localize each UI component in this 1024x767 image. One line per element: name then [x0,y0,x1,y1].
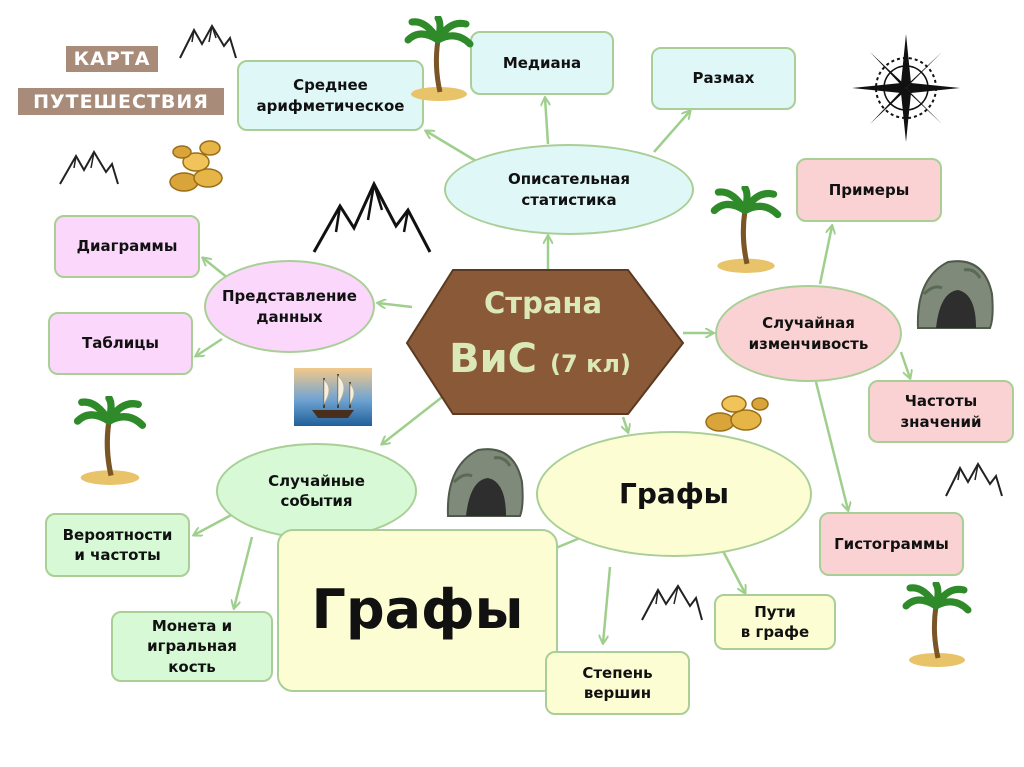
node-opisatelnaya[interactable]: Описательная статистика [444,144,694,235]
node-gistogrammy[interactable]: Гистограммы [819,512,964,576]
node-moneta[interactable]: Монета и игральная кость [111,611,273,682]
mountain-icon [944,460,1004,500]
node-diagrammy[interactable]: Диаграммы [54,215,200,278]
mountain-icon [178,22,238,62]
cave-icon [914,254,994,330]
mountain-icon [640,580,704,624]
center-title-vis: ВиС [449,336,537,382]
gold-coins-icon [164,132,232,196]
node-chastoty-znach[interactable]: Частоты значений [868,380,1014,443]
node-veroyatnosti[interactable]: Вероятности и частоты [45,513,190,577]
node-razmakh[interactable]: Размах [651,47,796,110]
palm-tree-icon [70,396,150,486]
node-puti[interactable]: Пути в графе [714,594,836,650]
node-grafy-small[interactable]: Графы [536,431,812,557]
node-sluch-izm[interactable]: Случайная изменчивость [715,285,902,382]
palm-tree-icon [898,582,976,668]
node-stepen[interactable]: Степень вершин [545,651,690,715]
compass-rose-icon [848,30,964,146]
palm-tree-icon [404,16,474,102]
sailing-ship-icon [294,368,372,426]
node-predstavlenie[interactable]: Представление данных [204,260,375,353]
node-mediana[interactable]: Медиана [470,31,614,95]
center-title-line1: Страна [484,286,602,320]
mountain-icon [312,176,432,256]
node-sluch-sob[interactable]: Случайные события [216,443,417,539]
center-title-grade: (7 кл) [550,350,631,378]
node-sredne[interactable]: Среднее арифметическое [237,60,424,131]
node-primery[interactable]: Примеры [796,158,942,222]
node-tablitsy[interactable]: Таблицы [48,312,193,375]
cave-icon [444,442,524,518]
mountain-icon [58,146,120,188]
gold-coins-icon [702,390,772,436]
palm-tree-icon [708,186,784,274]
node-grafy-big[interactable]: Графы [277,529,558,692]
